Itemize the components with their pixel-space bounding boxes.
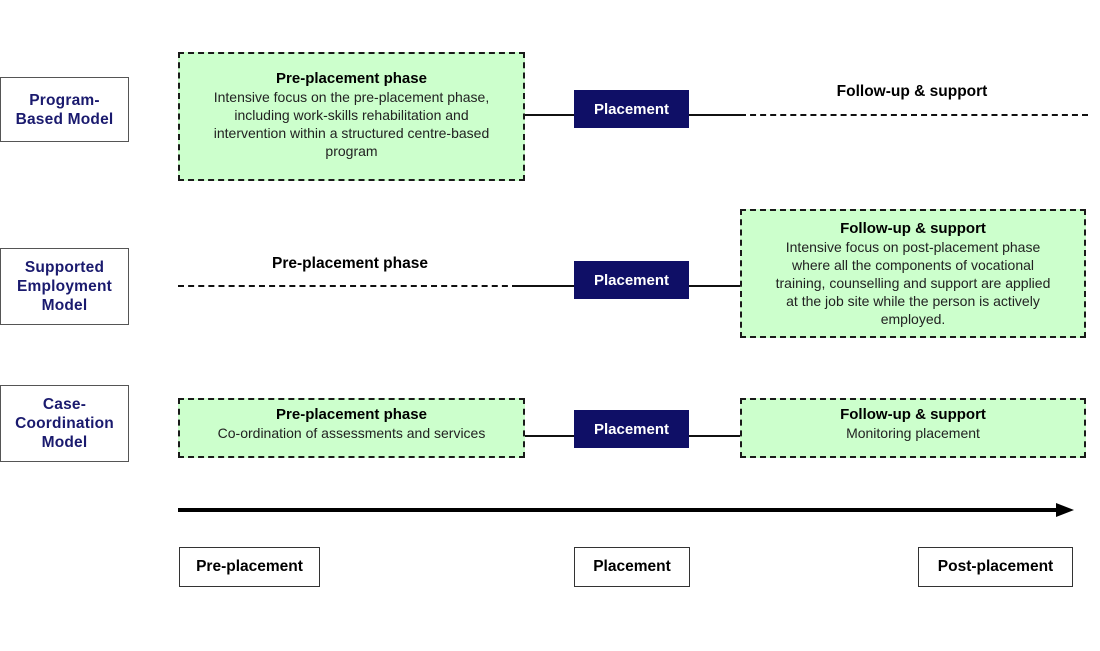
timeline-stage-placement: Placement [574, 547, 690, 587]
phase-description-line: intervention within a structured centre-… [213, 125, 490, 141]
phase-description-line: including work-skills rehabilitation and [234, 107, 469, 123]
timeline-stage-post-placement: Post-placement [918, 547, 1073, 587]
phase-description: Co-ordination of assessments and service… [180, 424, 523, 442]
phase-description-line: Intensive focus on the pre-placement pha… [213, 89, 490, 105]
model-label-line: Employment [16, 278, 112, 295]
phase-title: Pre-placement phase [276, 406, 427, 423]
phase-title: Follow-up & support [840, 406, 986, 423]
follow-up-phase-box: Follow-up & support Monitoring placement [740, 398, 1086, 458]
phase-description-line: at the job site while the person is acti… [786, 293, 1040, 309]
model-label-case-coordination: Case- Coordination Model [0, 385, 129, 462]
connector-line [524, 435, 576, 437]
placement-label: Placement [593, 100, 670, 118]
model-label-line: Model [41, 434, 88, 451]
phase-title: Pre-placement phase [276, 70, 427, 87]
placement-box: Placement [574, 261, 689, 299]
phase-description: Monitoring placement [742, 424, 1084, 442]
pre-placement-phase-box: Pre-placement phase Co-ordination of ass… [178, 398, 525, 458]
phase-description: Intensive focus on the pre-placement pha… [180, 88, 523, 160]
timeline-stage-label: Placement [593, 558, 671, 575]
placement-label: Placement [593, 271, 670, 289]
placement-box: Placement [574, 410, 689, 448]
phase-description-line: training, counselling and support are ap… [775, 275, 1051, 291]
timeline-stage-pre-placement: Pre-placement [179, 547, 320, 587]
pre-placement-title: Pre-placement phase [272, 255, 428, 272]
pre-placement-dashed-line [178, 285, 518, 287]
phase-description-line: where all the components of vocational [791, 257, 1035, 273]
phase-description-line: program [325, 143, 378, 159]
connector-line [688, 285, 742, 287]
placement-label: Placement [593, 420, 670, 438]
connector-line [524, 114, 576, 116]
connector-line [688, 114, 740, 116]
timeline-stage-label: Pre-placement [196, 558, 303, 575]
model-label-line: Supported [24, 259, 105, 276]
follow-up-phase-box: Follow-up & support Intensive focus on p… [740, 209, 1086, 338]
phase-description: Intensive focus on post-placement phase … [742, 238, 1084, 328]
model-label-program-based: Program- Based Model [0, 77, 129, 142]
model-label-supported-employment: Supported Employment Model [0, 248, 129, 325]
connector-line [516, 285, 576, 287]
timeline-stage-label: Post-placement [937, 558, 1054, 575]
placement-box: Placement [574, 90, 689, 128]
follow-up-dashed-line [740, 114, 1088, 116]
timeline-arrow [178, 503, 1074, 517]
model-label-line: Based Model [15, 110, 114, 128]
model-label-line: Program- [29, 91, 100, 109]
connector-line [688, 435, 742, 437]
model-label-line: Coordination [15, 415, 114, 432]
model-label-line: Model [41, 297, 88, 314]
phase-description-line: Intensive focus on post-placement phase [785, 239, 1041, 255]
pre-placement-phase-box: Pre-placement phase Intensive focus on t… [178, 52, 525, 181]
model-label-line: Case- [42, 396, 87, 413]
phase-description-line: Co-ordination of assessments and service… [217, 425, 486, 441]
phase-title: Follow-up & support [840, 220, 986, 237]
phase-description-line: employed. [880, 311, 946, 327]
phase-description-line: Monitoring placement [846, 425, 980, 441]
follow-up-title: Follow-up & support [836, 83, 988, 100]
